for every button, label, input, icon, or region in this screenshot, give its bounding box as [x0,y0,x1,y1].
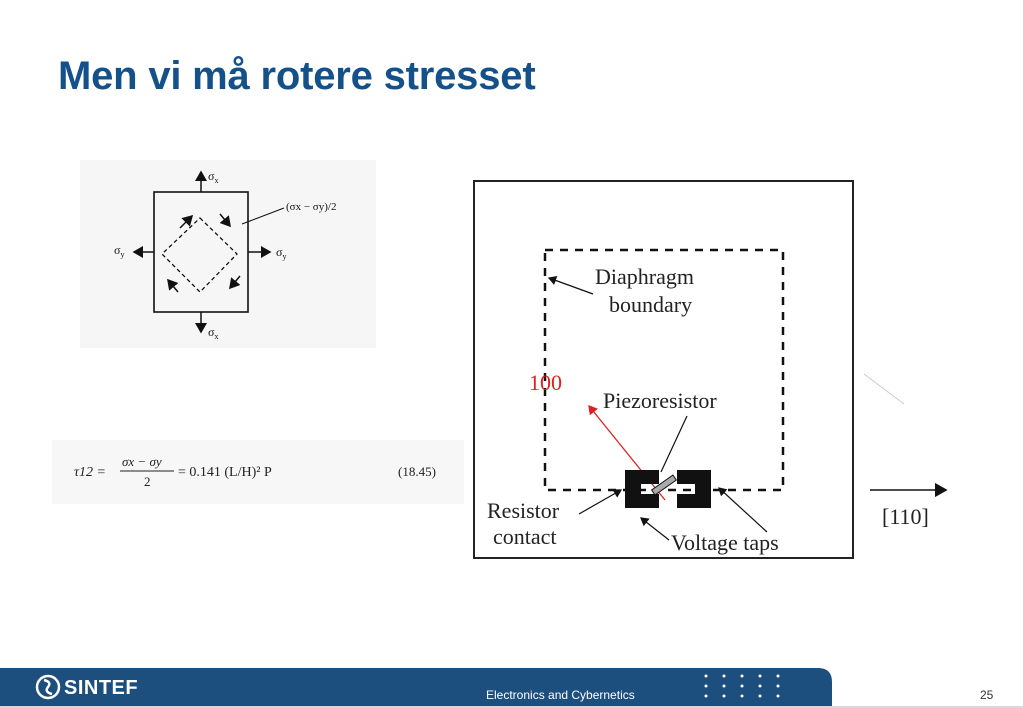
sigma-y-left-label: σy [114,243,124,259]
brand-logo-text: SINTEF [64,677,139,699]
angle-annotation: 100 [529,370,562,395]
sigma-x-bottom-label: σx [208,325,218,341]
piezoresistor-label: Piezoresistor [603,388,717,413]
sintef-logo-icon [35,674,61,700]
voltage-taps-label: Voltage taps [671,530,779,555]
footer-department: Electronics and Cybernetics [486,688,635,702]
equation-numerator: σx − σy [122,454,162,469]
diaphragm-figure: Diaphragm boundary Piezoresistor 100 Res… [473,180,854,559]
slide-title: Men vi må rotere stresset [58,54,536,98]
sigma-x-top-label: σx [208,169,218,185]
shear-stress-label: (σx − σy)/2 [286,201,336,213]
stress-element-square [153,191,249,313]
crystal-direction-arrow: [110] [870,482,948,529]
stress-diagram: σx σx σy σy (σx − σy)/2 [80,160,376,348]
sigma-y-right-label: σy [276,245,286,261]
scan-artifact [863,373,905,405]
resistor-contact-line1: Resistor [487,498,560,523]
page-number: 25 [980,688,994,702]
resistor-device-icon [625,470,711,508]
shear-stress-equation: τ12 = σx − σy 2 = 0.141 (L/H)² P (18.45) [52,440,464,504]
equation-denominator: 2 [144,474,151,489]
equation-rhs: = 0.141 (L/H)² P [178,465,272,480]
equation-lhs: τ12 = [74,465,106,480]
footer-band [0,668,1023,708]
footer-dots-decoration [704,674,780,698]
direction-label: [110] [882,504,929,529]
diaphragm-label-line2: boundary [609,292,692,317]
resistor-contact-line2: contact [493,524,557,549]
diaphragm-label-line1: Diaphragm [595,264,694,289]
equation-number: (18.45) [398,464,436,479]
rotated-element-diamond [161,217,238,293]
